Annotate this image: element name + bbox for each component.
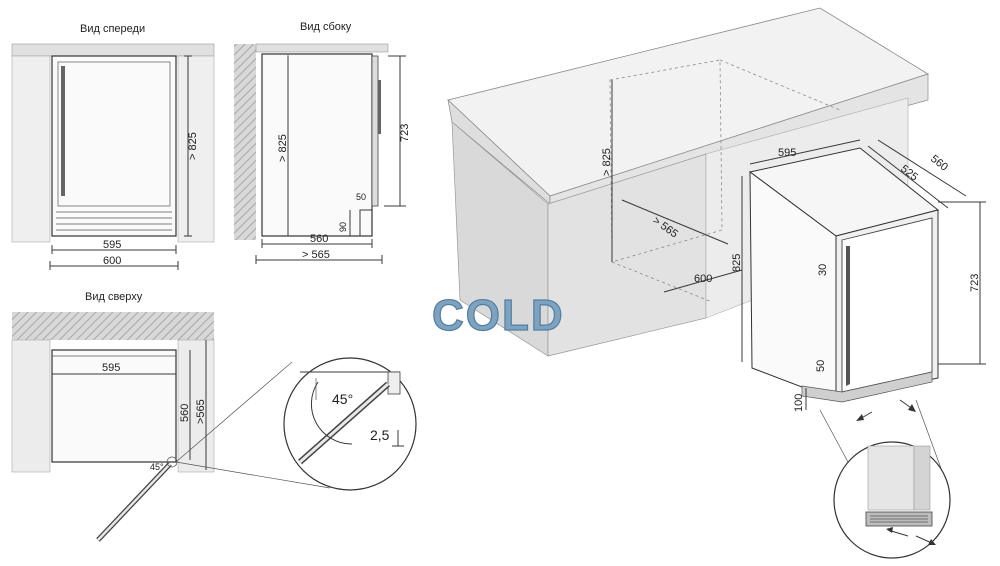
top-niche-depth-label: >565 (195, 399, 207, 424)
top-depth-label: 560 (179, 404, 191, 422)
front-inner-width-label: 595 (103, 239, 121, 251)
side-plinth-depth-label: 50 (356, 192, 366, 202)
top-door-angle-label: 45° (150, 462, 164, 472)
iso-plinth-label: 100 (793, 394, 805, 412)
side-plinth-height-label: 90 (338, 222, 348, 232)
hinge-detail: 45° 2,5 (283, 357, 417, 491)
airflow-arrows (856, 399, 916, 421)
side-wall-hatch (234, 44, 256, 240)
iso-niche-width-label: 600 (694, 273, 712, 285)
top-wall-hatch (12, 312, 214, 340)
cold-logo: COLD (431, 290, 565, 340)
cold-logo-text: COLD (432, 291, 565, 340)
side-niche-height-label: > 825 (277, 134, 289, 162)
side-niche-depth-label: > 565 (302, 249, 330, 261)
iso-unit-height-label: 723 (969, 274, 981, 292)
detail-gap-label: 2,5 (370, 427, 390, 443)
top-width-label: 595 (102, 362, 120, 374)
iso-door-offset-label: 30 (817, 264, 829, 276)
iso-unit-height-small-label: 825 (731, 254, 743, 272)
iso-unit-depth-total-label: 560 (928, 153, 950, 174)
side-depth-label: 560 (310, 233, 328, 245)
isometric-view: > 825 > 565 600 825 595 525 560 723 30 5… (447, 7, 986, 483)
side-unit-height-label: 723 (399, 124, 411, 142)
front-height-label: > 825 (187, 132, 199, 160)
front-unit-body (51, 55, 177, 237)
front-outer-width-label: 600 (103, 255, 121, 267)
iso-bottom-offset-label: 50 (815, 360, 827, 372)
side-view: Вид сбоку > 825 723 50 90 560 > 565 (234, 21, 411, 264)
top-unit-body (51, 349, 177, 463)
front-view-title: Вид спереди (80, 23, 145, 35)
top-view: Вид сверху 595 560 >565 45° (11, 291, 331, 542)
iso-unit-width-label: 595 (778, 147, 796, 159)
vent-detail (833, 441, 951, 559)
iso-niche-height-label: > 825 (601, 148, 613, 176)
front-view: Вид спереди > 825 595 600 (11, 23, 215, 270)
side-view-title: Вид сбоку (300, 21, 352, 33)
top-view-title: Вид сверху (85, 291, 143, 303)
side-unit-body (261, 53, 373, 237)
detail-angle-label: 45° (332, 391, 353, 407)
